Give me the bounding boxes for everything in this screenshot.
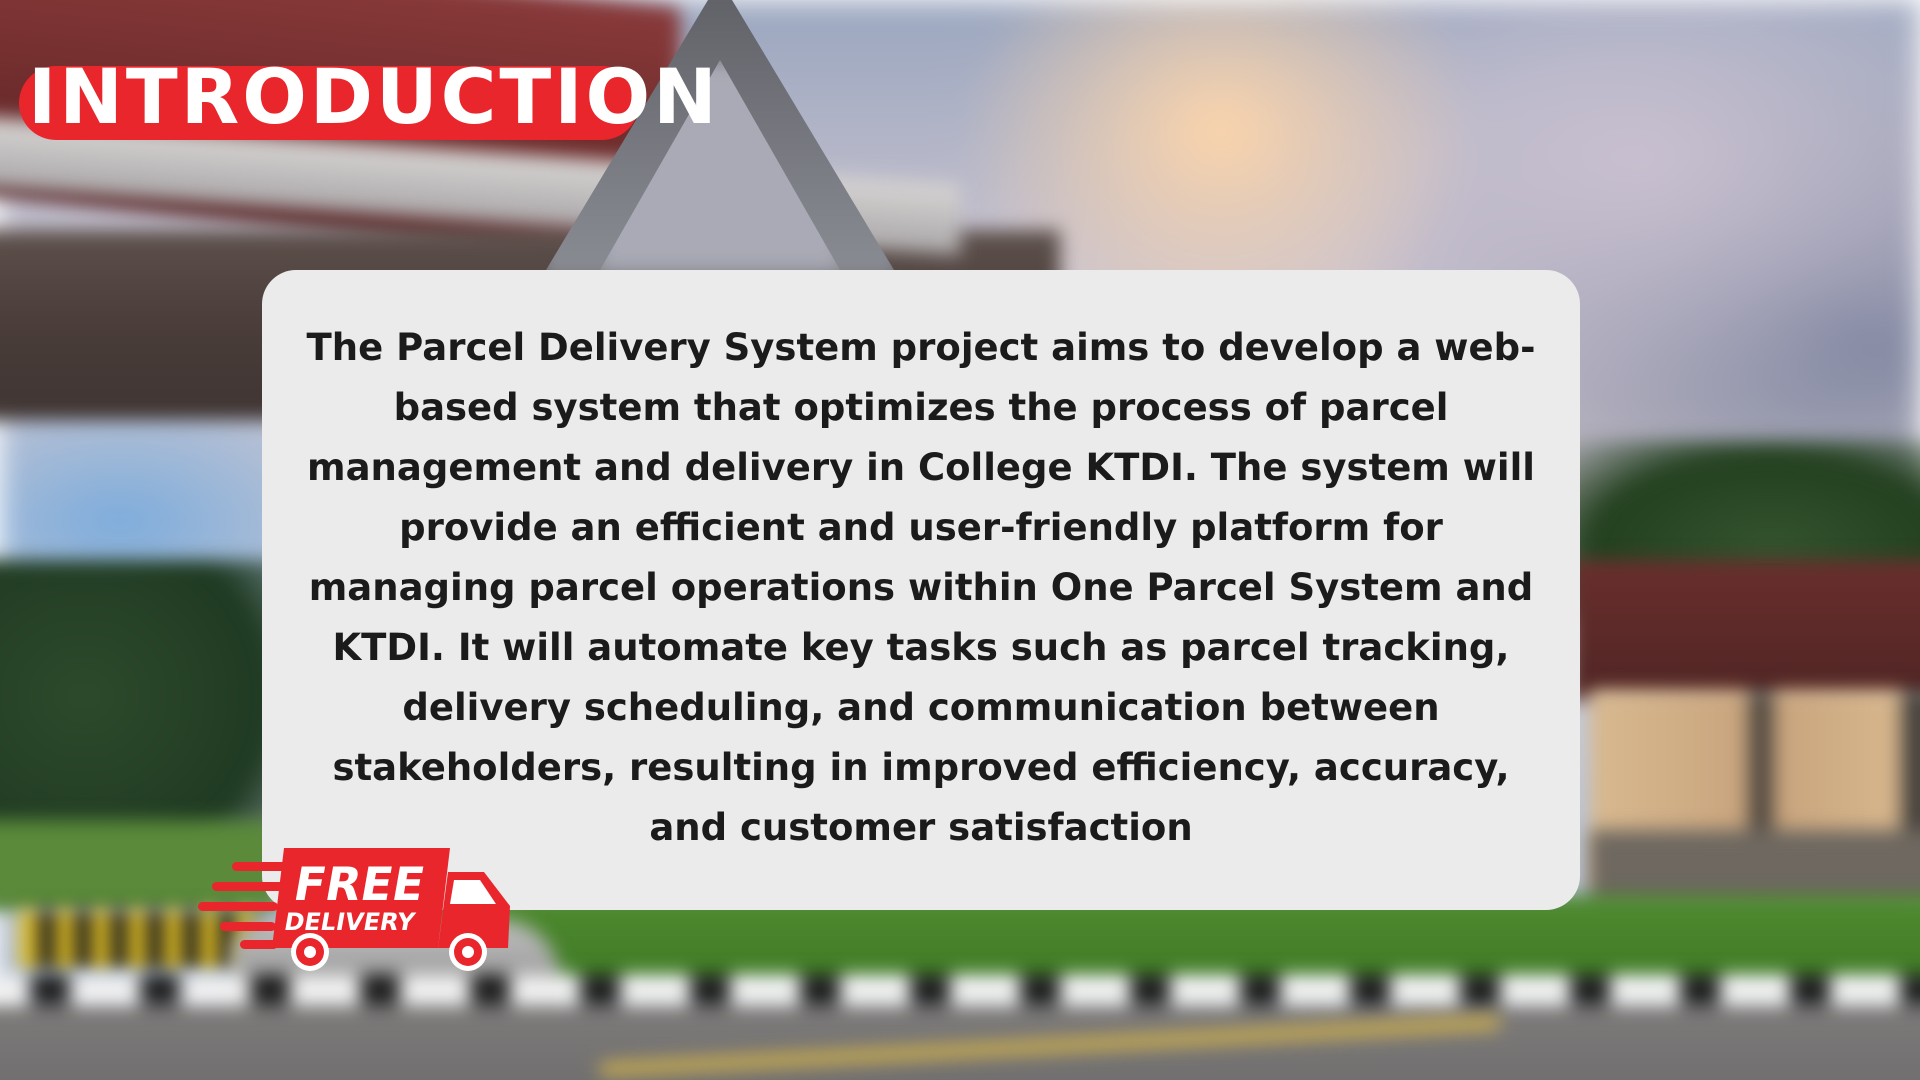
logo-free-text: FREE — [290, 857, 429, 911]
intro-card: The Parcel Delivery System project aims … — [262, 270, 1580, 910]
background-road — [0, 995, 1920, 1080]
background-curb — [0, 975, 1920, 1005]
title-badge — [19, 66, 639, 140]
background-barrier — [20, 910, 260, 970]
background-building-roof — [1570, 560, 1920, 700]
logo-delivery-text: DELIVERY — [282, 908, 417, 936]
delivery-truck-icon: FREE DELIVERY — [198, 848, 510, 971]
intro-paragraph: The Parcel Delivery System project aims … — [306, 326, 1536, 849]
background-grass — [420, 895, 1920, 990]
page-title: INTRODUCTION — [28, 52, 720, 141]
